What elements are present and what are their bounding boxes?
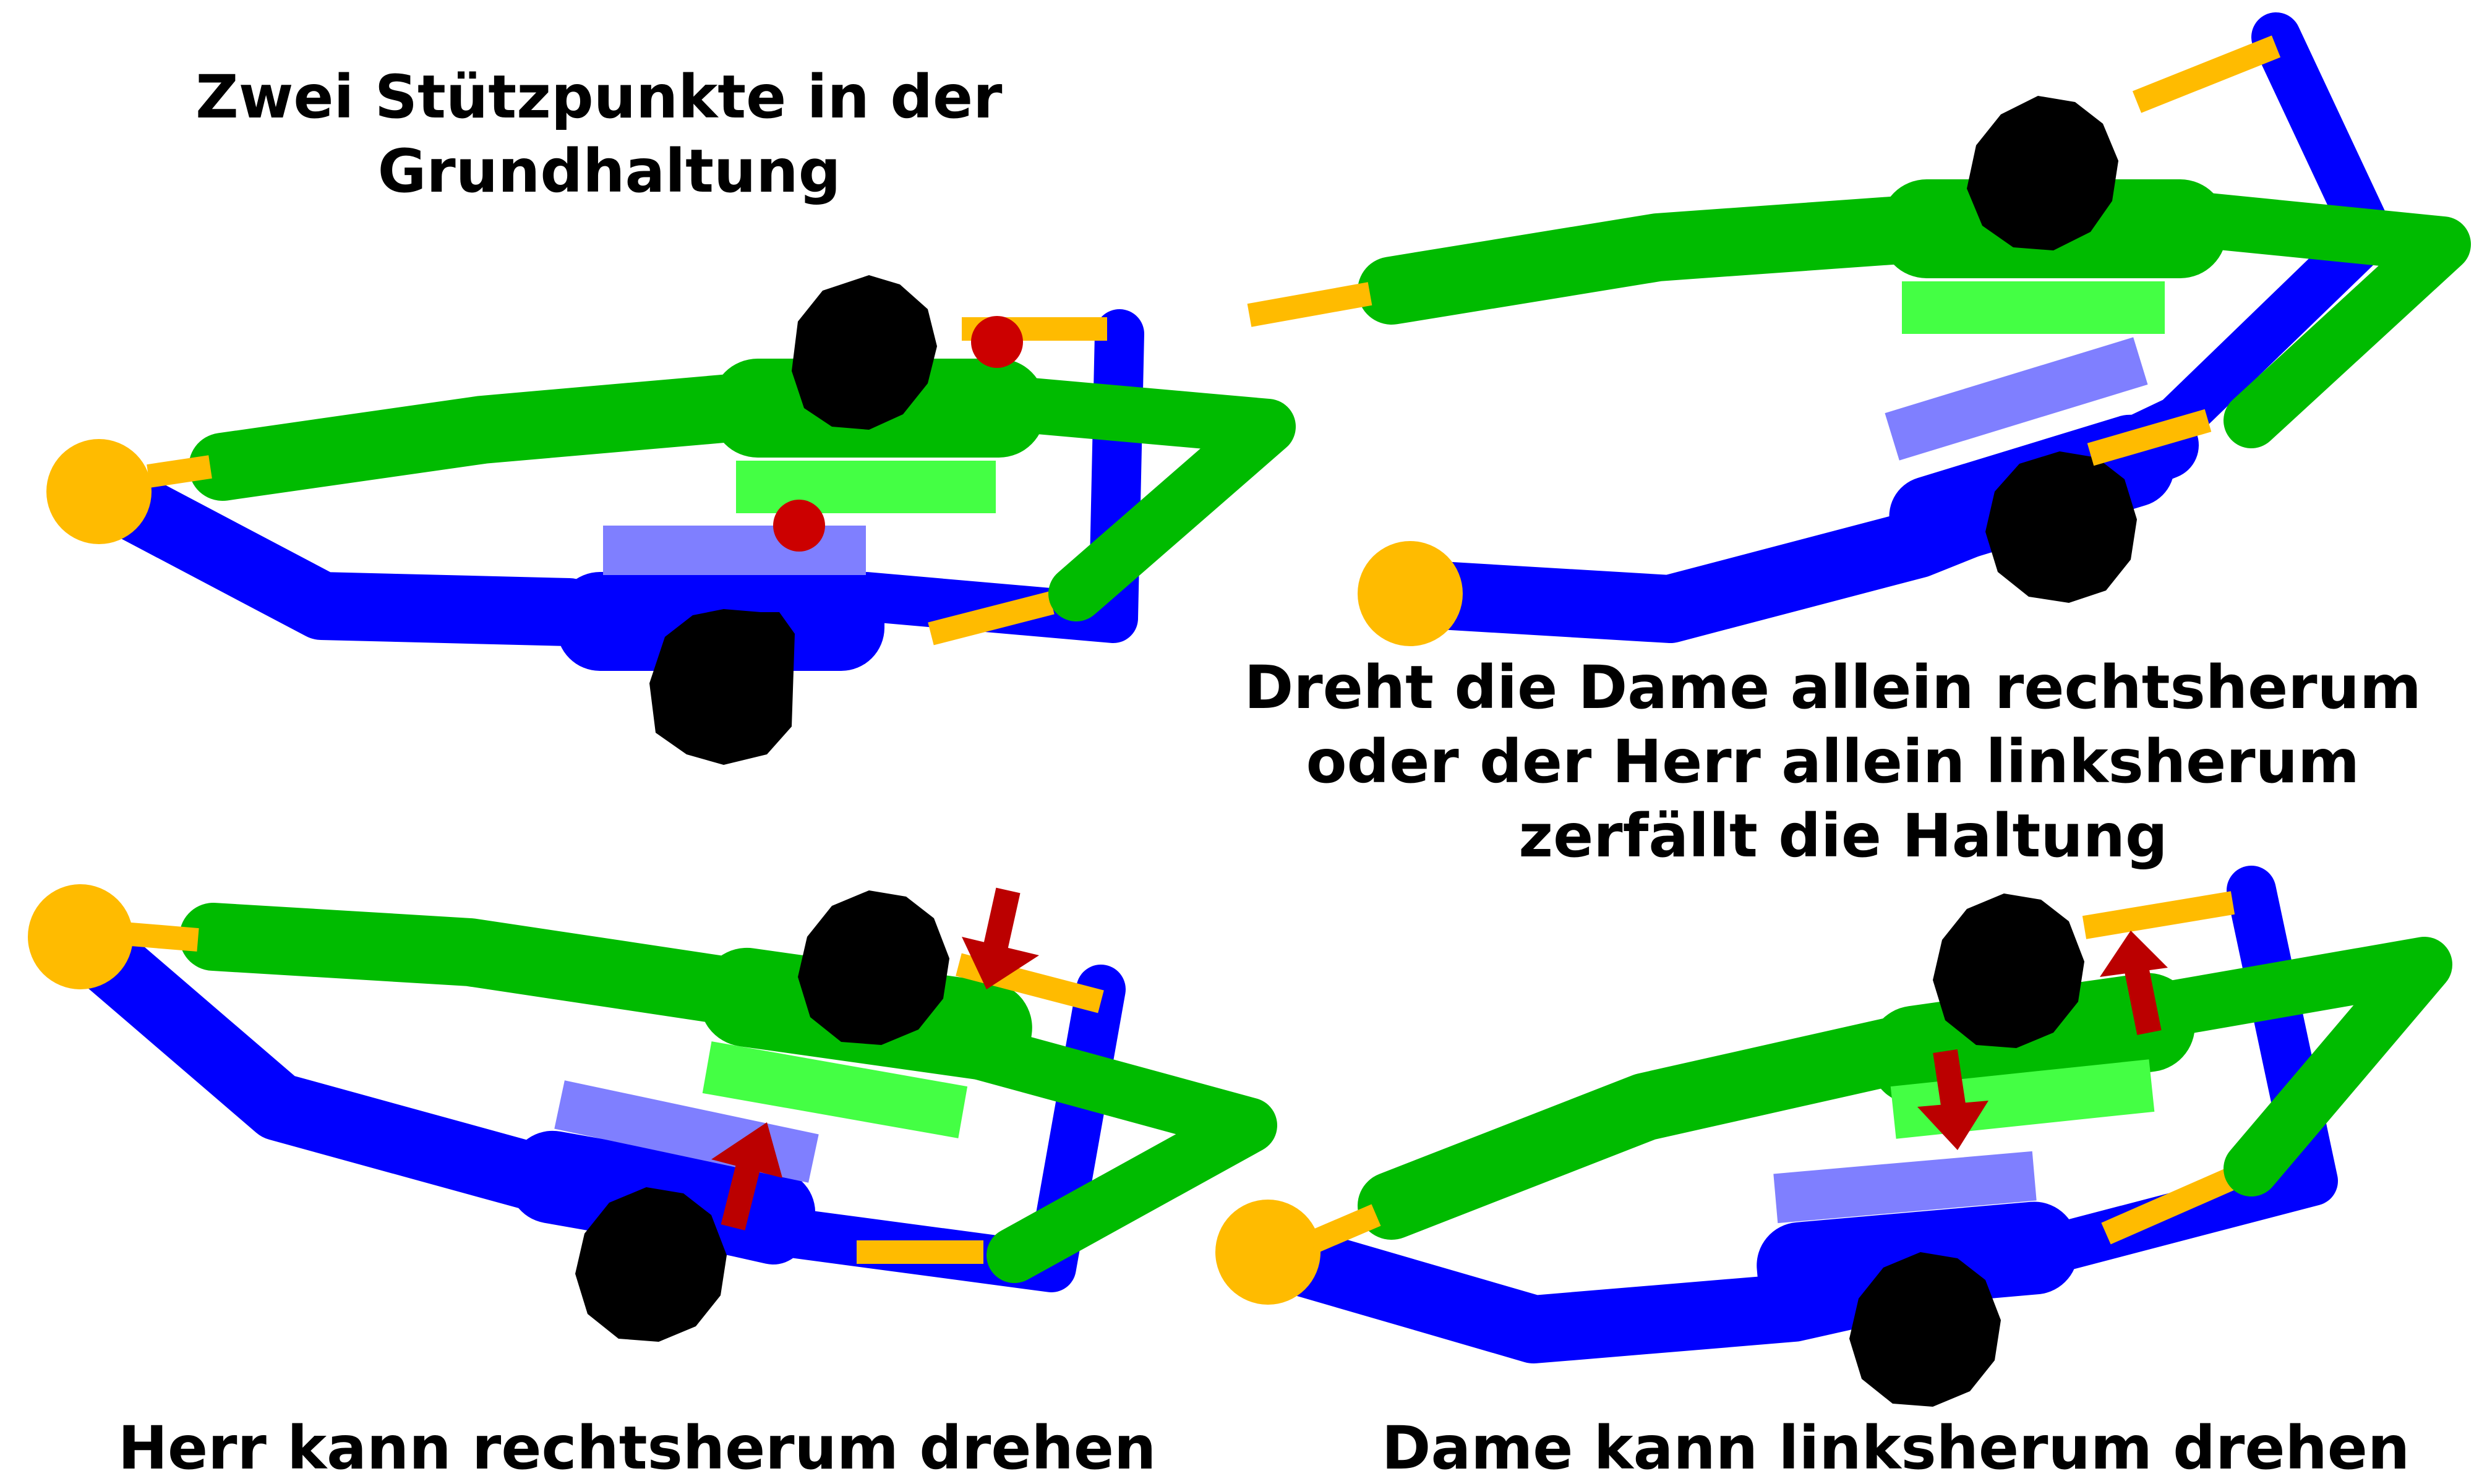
caption-top-right-line-3: zerfällt die Haltung — [1518, 801, 2167, 871]
herr-head — [792, 275, 937, 430]
herr-figure — [122, 890, 1277, 1283]
caption-top-left-line-1: Zwei Stützpunkte in der — [195, 62, 1003, 132]
caption-bottom-right: Dame kann linksherum drehen — [1382, 1414, 2410, 1483]
herr-left-arm — [1358, 1017, 1927, 1240]
herr-head — [1933, 893, 2084, 1048]
panel-herr-turns-right — [28, 884, 1277, 1342]
dame-left-arm — [65, 454, 603, 646]
dame-right-hand-grip — [928, 591, 1055, 646]
rotation-arrow-dame — [1917, 1049, 1988, 1150]
herr-left-hand-grip — [122, 922, 199, 952]
herr-left-arm — [1358, 195, 1951, 325]
caption-top-right-line-2: oder der Herr allein linksherum — [1306, 727, 2360, 796]
dame-left-hand — [1358, 541, 1463, 646]
herr-shoulder-line — [736, 461, 996, 513]
herr-left-hand-grip — [1247, 282, 1372, 327]
dame-left-hand — [28, 884, 133, 989]
herr-figure — [147, 275, 1296, 621]
herr-head — [798, 890, 949, 1045]
support-point-upper — [971, 316, 1023, 368]
dame-figure — [46, 309, 1144, 765]
dame-shoulder-line — [603, 526, 866, 575]
caption-top-left: Zwei Stützpunkte in der Grundhaltung — [195, 62, 1023, 206]
caption-top-right: Dreht die Dame allein rechtsherum oder d… — [1244, 653, 2442, 871]
herr-figure — [1306, 891, 2452, 1254]
dame-shoulder-line — [1773, 1151, 2037, 1224]
support-point-lower — [773, 500, 825, 552]
herr-left-hand-grip — [1306, 1204, 1381, 1254]
dame-left-hand — [46, 439, 152, 544]
herr-right-arm — [2137, 189, 2471, 448]
rotation-arrow-herr — [962, 887, 1039, 989]
caption-top-right-line-1: Dreht die Dame allein rechtsherum — [1244, 653, 2421, 722]
dame-head — [1985, 451, 2137, 603]
panel-hold-collapses — [1247, 12, 2471, 646]
dame-head — [649, 609, 795, 765]
dame-head — [575, 1187, 727, 1342]
herr-left-arm — [179, 903, 751, 1023]
herr-figure — [1247, 35, 2471, 448]
rotation-arrow-herr — [2100, 931, 2168, 1035]
caption-bottom-left: Herr kann rechtsherum drehen — [118, 1414, 1157, 1483]
panel-basic-hold — [46, 275, 1296, 765]
dame-right-hand-grip — [2087, 409, 2212, 466]
caption-top-left-line-2: Grundhaltung — [378, 137, 841, 206]
dame-right-hand-grip — [2101, 1167, 2238, 1245]
dame-head — [1849, 1252, 2001, 1407]
dame-figure — [1358, 12, 2394, 646]
herr-shoulder-line — [1902, 281, 2165, 334]
herr-right-hand-grip — [2132, 35, 2281, 113]
herr-shoulder-line — [702, 1041, 968, 1138]
rotation-arrow-dame — [711, 1122, 782, 1230]
herr-right-arm — [962, 374, 1296, 621]
dame-shoulder-line — [1885, 337, 2148, 461]
herr-head — [1967, 96, 2118, 250]
herr-right-arm — [2112, 937, 2452, 1196]
herr-right-hand-grip — [2082, 891, 2235, 939]
dame-left-hand — [1215, 1200, 1320, 1305]
herr-right-arm — [949, 1023, 1277, 1283]
panel-dame-turns-left — [1215, 866, 2452, 1407]
herr-left-arm — [189, 374, 764, 501]
herr-left-hand-grip — [147, 455, 212, 488]
